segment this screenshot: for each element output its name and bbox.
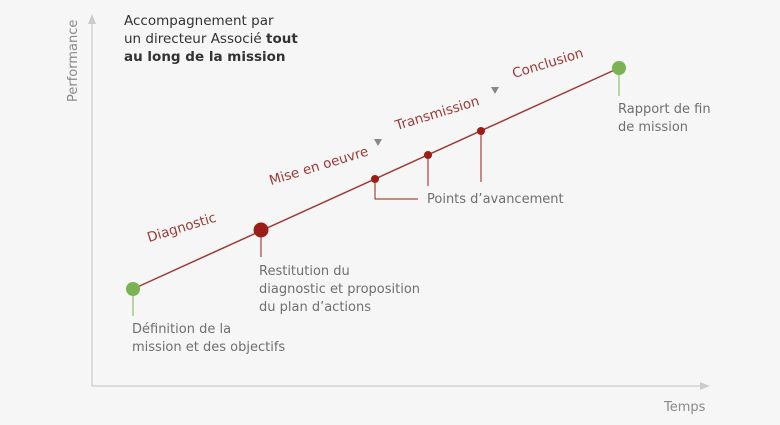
header-line-3: au long de la mission: [124, 49, 286, 65]
phase-separator-icon-2: [491, 87, 499, 94]
header-line-1: Accompagnement par: [124, 13, 274, 29]
y-axis-label: Performance: [66, 20, 81, 102]
header-line-2: un directeur Associé tout: [124, 31, 298, 47]
milestone-end-marker: [612, 61, 626, 75]
milestone-point-3-marker: [477, 127, 485, 135]
milestone-definition-label: Définition de la mission et des objectif…: [132, 322, 286, 355]
header-text: Accompagnement par un directeur Associé …: [124, 12, 298, 66]
x-axis-label: Temps: [664, 400, 706, 415]
milestone-point-1-marker: [371, 175, 379, 183]
milestone-start-marker: [126, 282, 140, 296]
milestone-point-2-marker: [424, 151, 432, 159]
y-axis-arrow: [88, 14, 96, 24]
leader-points-1: [374, 179, 418, 200]
milestone-restitution-label: Restitution du diagnostic et proposition…: [259, 264, 421, 315]
milestone-points-label: Points d’avancement: [427, 192, 564, 207]
phase-separator-icon-1: [374, 139, 382, 146]
milestone-restitution-marker: [253, 222, 269, 238]
x-axis-arrow: [700, 382, 710, 390]
milestone-rapport-label: Rapport de fin de mission: [618, 102, 711, 135]
